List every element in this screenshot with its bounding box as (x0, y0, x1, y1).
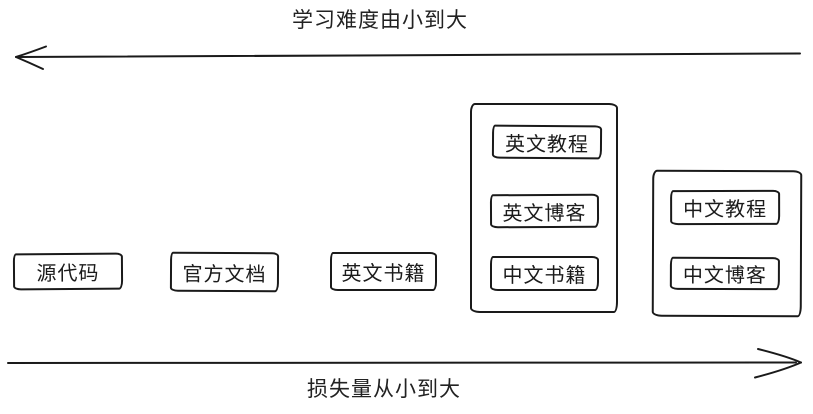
box-chinese-blogs: 中文博客 (669, 256, 780, 291)
box-chinese-blogs-label: 中文博客 (682, 264, 767, 288)
box-chinese-books: 中文书籍 (490, 256, 599, 291)
box-english-books-label: 英文书籍 (341, 263, 426, 285)
box-official-docs-label: 官方文档 (182, 263, 267, 286)
box-chinese-tutorials-label: 中文教程 (683, 198, 768, 222)
box-english-blogs-label: 英文博客 (502, 202, 587, 225)
box-official-docs: 官方文档 (169, 251, 280, 293)
loss-amount-axis-label: 损失量从小到大 (307, 378, 461, 401)
box-chinese-tutorials: 中文教程 (670, 189, 781, 226)
learning-difficulty-arrow-left (15, 45, 801, 70)
loss-amount-arrow-right (7, 348, 802, 379)
box-source-code-label: 源代码 (36, 262, 100, 286)
box-english-tutorials: 英文教程 (491, 124, 603, 160)
box-english-books: 英文书籍 (330, 252, 437, 291)
group-english-resources: 英文教程 英文博客 中文书籍 (470, 103, 618, 313)
box-chinese-books-label: 中文书籍 (502, 265, 587, 287)
group-chinese-resources: 中文教程 中文博客 (651, 169, 803, 318)
box-english-tutorials-label: 英文教程 (504, 133, 590, 156)
learning-difficulty-axis-label: 学习难度由小到大 (292, 9, 468, 32)
box-english-blogs: 英文博客 (489, 193, 600, 229)
box-source-code: 源代码 (12, 252, 124, 291)
